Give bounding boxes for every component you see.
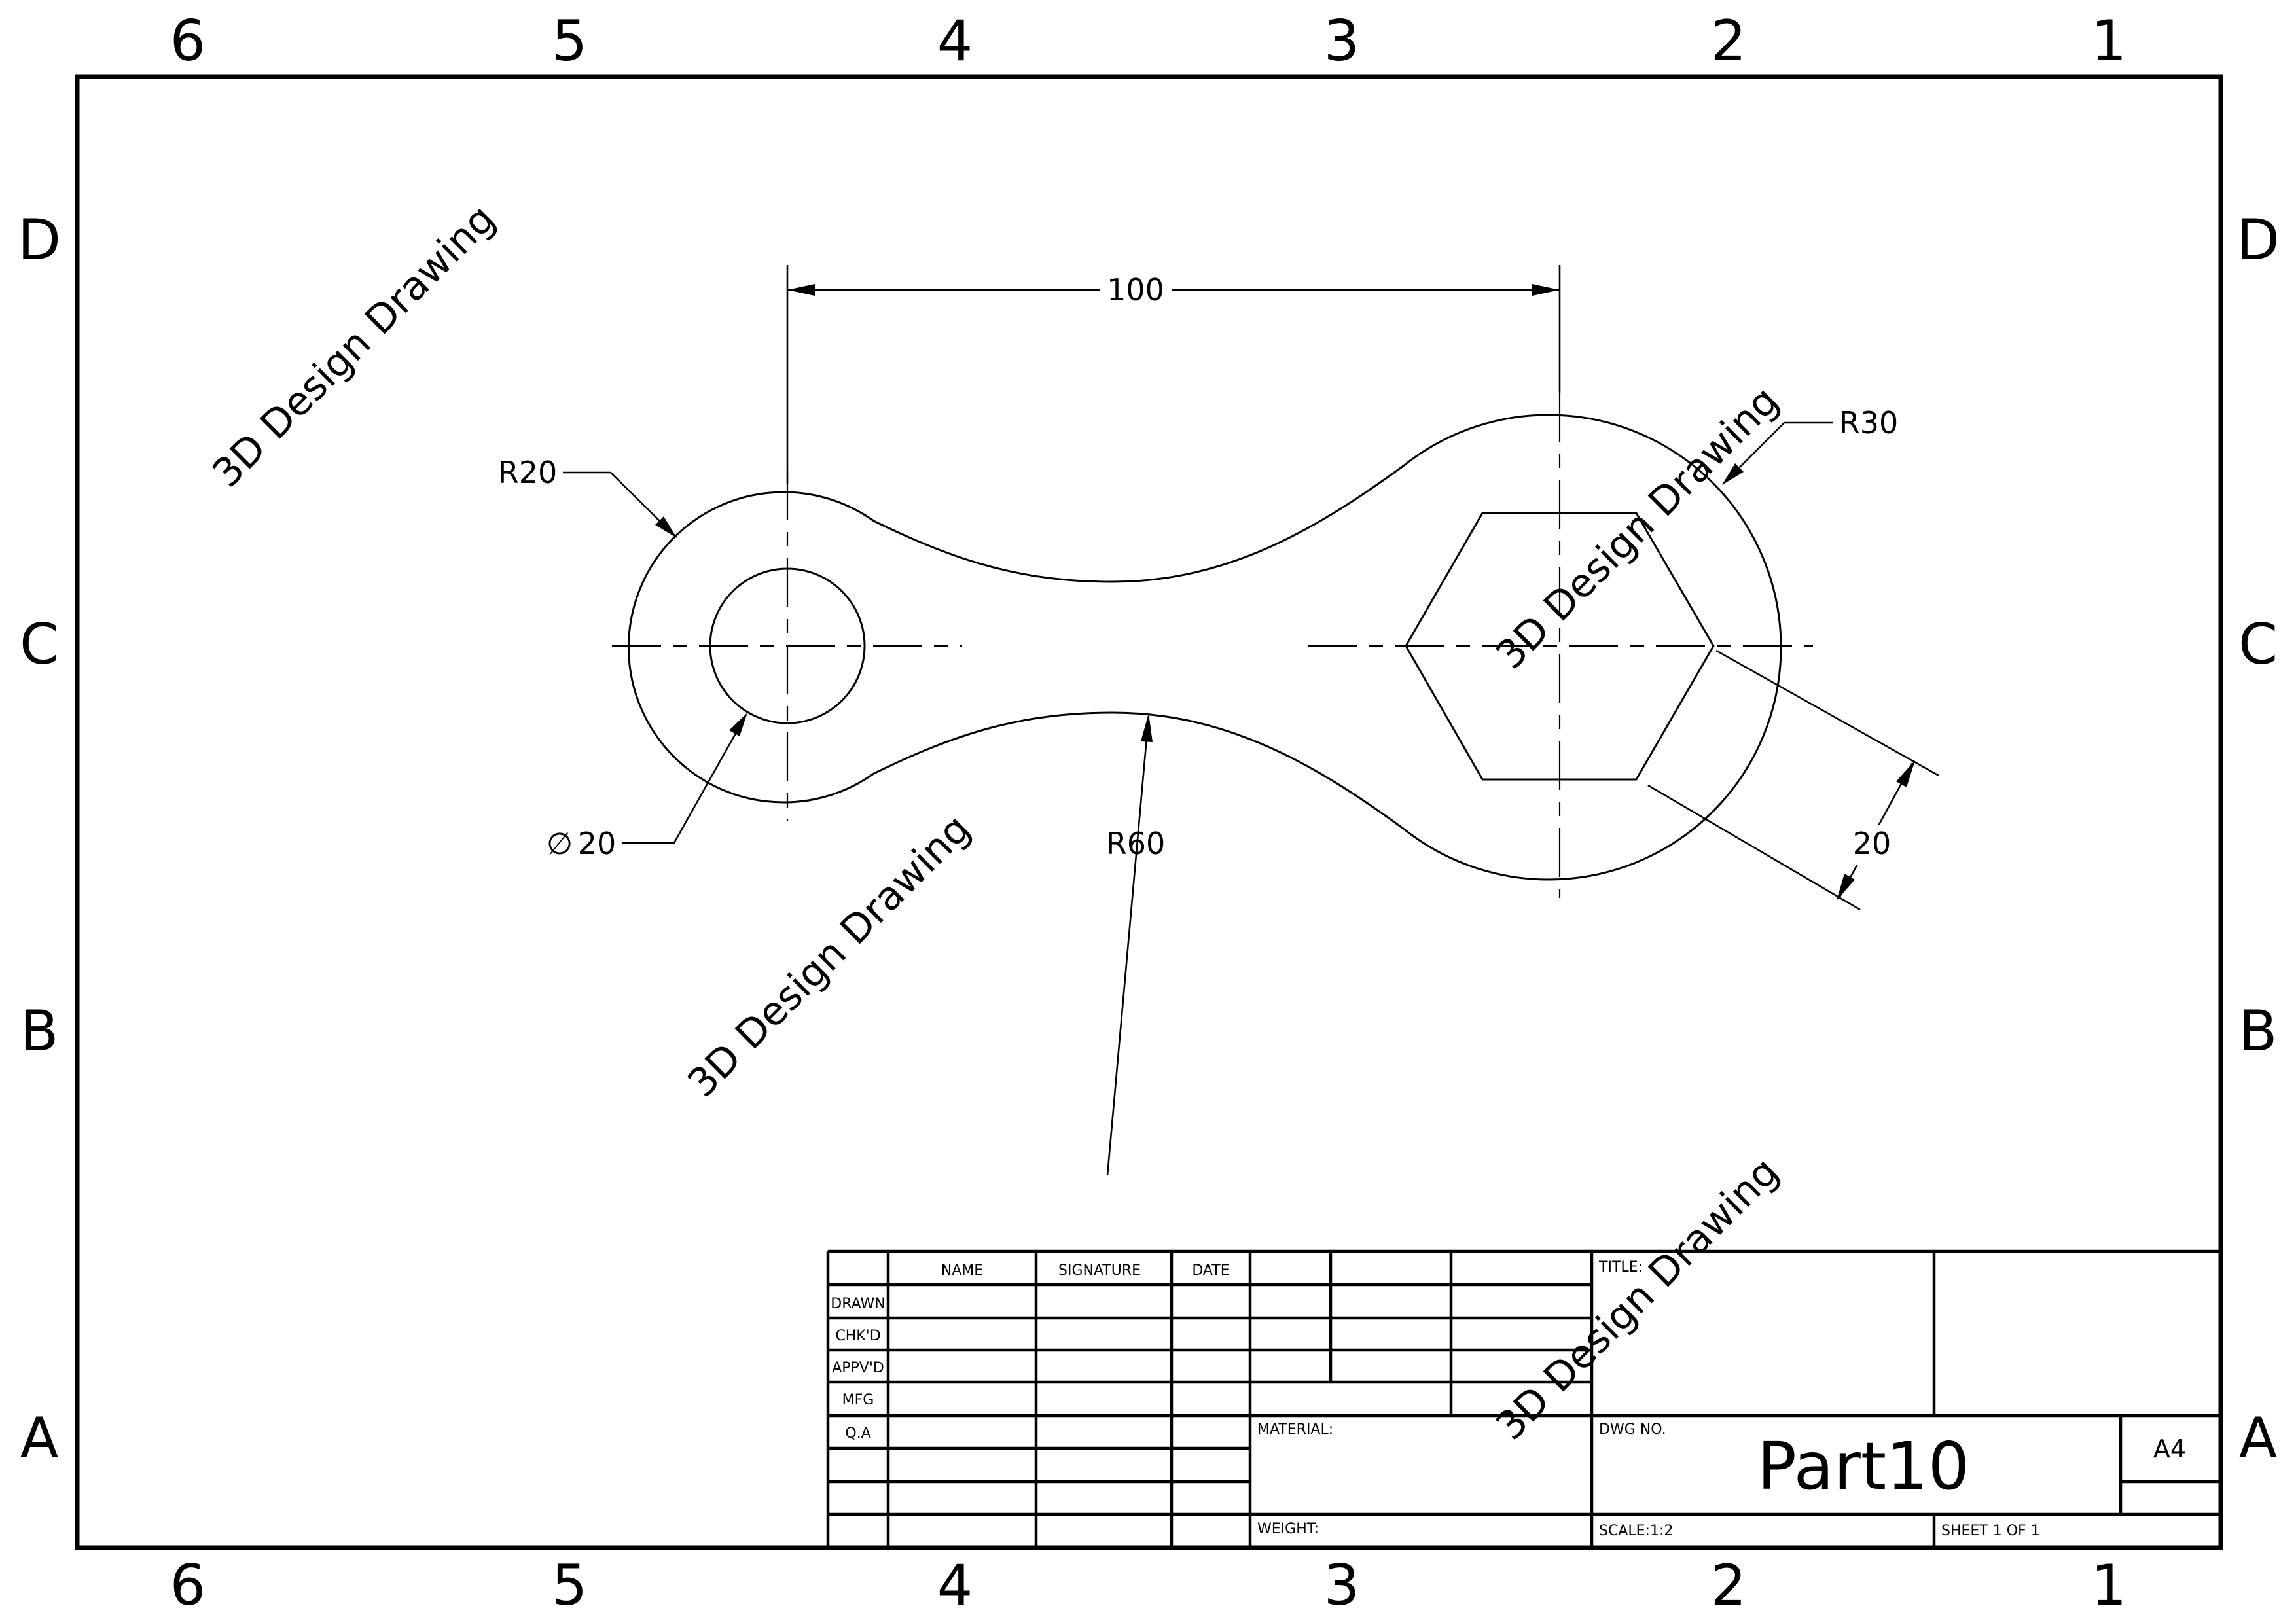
watermark-text: 3D Design Drawing: [204, 196, 504, 496]
zone-row-label: A: [20, 1406, 59, 1471]
arrowhead: [1896, 760, 1915, 787]
zone-row-label: B: [2239, 999, 2278, 1064]
column-header-signature: SIGNATURE: [1058, 1262, 1141, 1279]
watermark-text: 3D Design Drawing: [1487, 1149, 1787, 1449]
zone-labels-top: 6 5 4 3 2 1: [170, 9, 2127, 74]
arrowhead: [787, 284, 815, 296]
zone-col-label: 2: [1711, 1553, 1747, 1618]
leader-line: [563, 471, 675, 536]
extension-line: [1647, 784, 1861, 911]
zone-labels-left: D C B A: [18, 207, 61, 1471]
diameter-symbol: ∅: [547, 826, 573, 861]
zone-row-label: A: [2239, 1406, 2278, 1471]
zone-col-label: 5: [552, 9, 588, 74]
zone-labels-bottom: 6 5 4 3 2 1: [170, 1553, 2127, 1618]
sheet-count-label: SHEET 1 OF 1: [1941, 1523, 2040, 1539]
arrowhead: [1837, 874, 1855, 901]
zone-col-label: 6: [170, 9, 206, 74]
arrowhead: [655, 516, 677, 538]
row-label-drawn: DRAWN: [831, 1296, 885, 1312]
zone-col-label: 5: [552, 1553, 588, 1618]
dimension-text-gap: [1850, 825, 1895, 865]
extension-line: [1715, 649, 1939, 777]
column-header-date: DATE: [1192, 1262, 1229, 1279]
row-label-checked: CHK'D: [835, 1328, 880, 1344]
arrowhead: [1141, 713, 1153, 742]
zone-row-label: B: [20, 999, 59, 1064]
dimension-text: 100: [1107, 272, 1164, 308]
arrowhead: [1722, 463, 1744, 485]
drawing-border: [75, 74, 2223, 1550]
zone-row-label: C: [2238, 612, 2278, 677]
dimension-text: 20: [578, 826, 617, 861]
zone-col-label: 3: [1324, 9, 1360, 74]
material-label: MATERIAL:: [1257, 1421, 1333, 1438]
dimension-text: 20: [1853, 826, 1892, 861]
center-lines: [612, 393, 1813, 898]
dimension-hex-flats: 20: [1647, 649, 1939, 911]
scale-label: SCALE:1:2: [1599, 1523, 1673, 1539]
row-label-mfg: MFG: [842, 1392, 874, 1408]
title-label: TITLE:: [1598, 1259, 1643, 1275]
dimension-text: R20: [498, 455, 558, 490]
dimension-bore-diameter: ∅ 20: [547, 713, 747, 861]
dwg-no-value: Part10: [1757, 1428, 1970, 1505]
zone-col-label: 4: [937, 1553, 973, 1618]
title-block: NAME SIGNATURE DATE DRAWN CHK'D APPV'D M…: [826, 1249, 2221, 1548]
dimension-center-distance: 100: [786, 265, 1561, 484]
zone-row-label: D: [2236, 207, 2280, 273]
zone-row-label: C: [20, 612, 59, 677]
dimension-waist-radius: R60: [1106, 713, 1165, 1176]
watermarks: 3D Design Drawing 3D Design Drawing 3D D…: [204, 196, 1787, 1449]
dimension-small-radius: R20: [498, 455, 677, 538]
zone-col-label: 1: [2091, 9, 2127, 74]
arrowhead: [729, 713, 747, 736]
weight-label: WEIGHT:: [1257, 1521, 1319, 1537]
column-header-name: NAME: [941, 1262, 983, 1279]
zone-labels-right: D C B A: [2236, 207, 2280, 1471]
leader-line: [1106, 715, 1150, 1176]
watermark-text: 3D Design Drawing: [1487, 378, 1787, 678]
part-geometry: [628, 414, 1782, 881]
arrowhead: [1532, 284, 1560, 296]
zone-col-label: 4: [937, 9, 973, 74]
row-label-approved: APPV'D: [832, 1360, 884, 1376]
row-label-qa: Q.A: [845, 1425, 870, 1442]
zone-col-label: 6: [170, 1553, 206, 1618]
dwg-no-label: DWG NO.: [1599, 1421, 1666, 1438]
dimension-text: R30: [1839, 405, 1899, 440]
zone-row-label: D: [18, 207, 61, 273]
leader-line: [622, 715, 747, 844]
leader-line: [1723, 421, 1833, 484]
zone-col-label: 1: [2091, 1553, 2127, 1618]
zone-col-label: 2: [1711, 9, 1747, 74]
zone-col-label: 3: [1324, 1553, 1360, 1618]
dimension-large-radius: R30: [1722, 405, 1898, 485]
part-outline: [628, 414, 1782, 881]
sheet-size: A4: [2153, 1435, 2186, 1463]
hexagon-pocket: [1405, 512, 1715, 781]
watermark-text: 3D Design Drawing: [679, 806, 979, 1106]
